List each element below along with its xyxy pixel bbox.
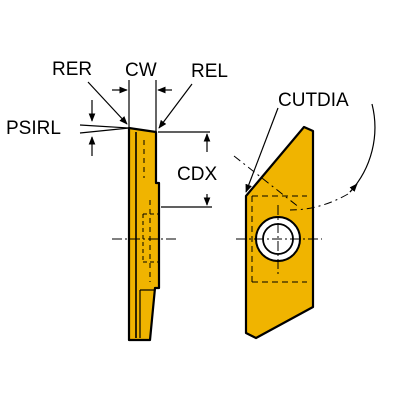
label-psirl: PSIRL [6,118,61,139]
psirl-ref-line [79,127,130,134]
cdx-dimension: CDX [158,131,217,208]
insert-side-view [112,126,176,342]
cw-dimension: CW [112,60,172,131]
rel-leader [158,83,193,129]
cutdia-arc [349,103,376,193]
psirl-annotation: PSIRL [6,100,130,156]
psirl-ref-line [79,124,130,129]
label-cutdia: CUTDIA [278,90,349,111]
label-rel: REL [191,61,228,82]
cutdia-annotation: CUTDIA [233,90,376,211]
rer-leader [87,81,128,125]
cutdia-dashed-arc [289,193,349,211]
insert-front-view [236,125,322,340]
rer-annotation: RER [52,59,128,125]
label-cdx: CDX [177,164,217,185]
cutdia-arrow [349,183,358,193]
label-cw: CW [125,60,157,81]
cutdia-leader [245,107,279,193]
label-rer: RER [52,59,92,80]
rel-annotation: REL [158,61,228,129]
cutdia-dashed-line [233,155,301,209]
